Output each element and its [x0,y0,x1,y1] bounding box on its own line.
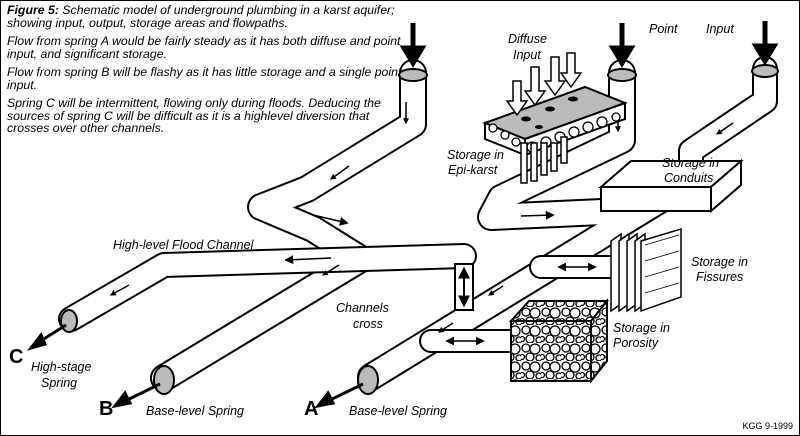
label-flood-channel: High-level Flood Channel [113,238,254,252]
spring-a-letter: A [304,398,319,420]
label-storage-conduits-2: Conduits [664,171,714,185]
label-high-stage-2: Spring [41,376,78,390]
caption-para-c: Spring C will be intermittent, flowing o… [7,96,381,135]
label-storage-porosity-2: Porosity [613,336,659,350]
credit: KGG 9-1999 [742,421,793,431]
label-storage-fissures-2: Fissures [696,270,744,284]
label-channels-1: Channels [336,301,389,315]
label-storage-fissures-1: Storage in [691,255,748,269]
figure-label: Figure 5: [7,3,59,17]
caption-para-b: Flow from spring B will be flashy as it … [7,65,402,92]
label-diffuse-input: Input [513,48,541,62]
label-diffuse: Diffuse [508,32,547,46]
label-input: Input [706,22,734,36]
flood-channel-fill [60,245,475,330]
label-storage-epikarst-2: Epi-karst [448,163,498,177]
label-high-stage-1: High-stage [31,360,92,374]
spring-b-letter: B [99,398,114,420]
label-base-level-a: Base-level Spring [349,404,447,418]
conduit-box [598,158,744,214]
label-storage-conduits-1: Storage in [662,156,719,170]
label-storage-porosity-1: Storage in [613,321,670,335]
porosity-cube [508,298,610,384]
label-base-level-b: Base-level Spring [146,404,244,418]
fissure-plates [610,227,682,313]
figure-text: Schematic model of underground plumbing … [7,3,395,30]
figure-caption: Figure 5: Schematic model of underground… [7,4,402,141]
label-channels-2: cross [353,317,383,331]
caption-para-a: Flow from spring A would be fairly stead… [7,34,401,61]
label-storage-epikarst-1: Storage in [447,148,504,162]
spring-c-letter: C [9,346,24,368]
label-point: Point [649,22,678,36]
